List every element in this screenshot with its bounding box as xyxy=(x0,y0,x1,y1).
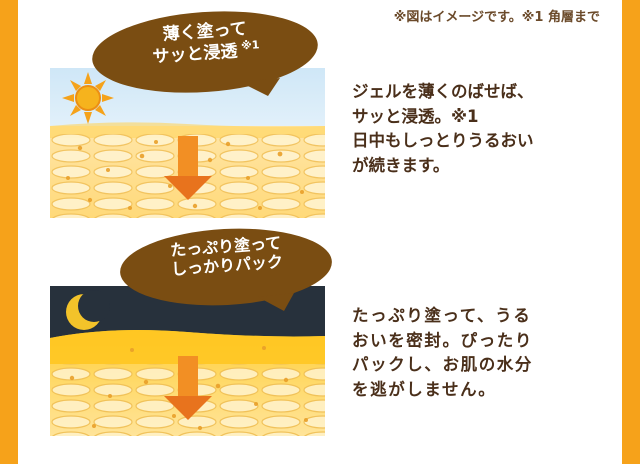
day-skin-illustration xyxy=(50,68,325,218)
down-arrow-icon xyxy=(164,356,212,420)
disclaimer-note: ※図はイメージです。※1 角層まで xyxy=(393,10,600,25)
night-desc-line: を逃がしません。 xyxy=(352,379,497,399)
day-desc-line: 日中もしっとりうるおい xyxy=(352,131,534,150)
day-heading-footnote: ※1 xyxy=(240,38,260,53)
day-description: ジェルを薄くのばせば、 サッと浸透。※1 日中もしっとりうるおい が続きます。 xyxy=(352,80,534,178)
crescent-moon-icon xyxy=(66,290,110,330)
night-skin-illustration xyxy=(50,286,325,436)
day-desc-line: サッと浸透。※1 xyxy=(352,106,479,126)
night-desc-line: たっぷり塗って、うる xyxy=(352,306,532,325)
down-arrow-icon xyxy=(164,136,212,200)
night-heading-bubble: たっぷり塗って しっかりパック xyxy=(118,225,334,313)
night-description: たっぷり塗って、うる おいを密封。ぴったり パックし、お肌の水分 を逃がしません… xyxy=(352,304,533,402)
day-desc-line: ジェルを薄くのばせば、 xyxy=(352,82,534,101)
night-desc-line: パックし、お肌の水分 xyxy=(352,355,533,374)
day-desc-line: が続きます。 xyxy=(352,155,450,175)
night-desc-line: おいを密封。ぴったり xyxy=(352,330,533,350)
day-heading-bubble: 薄く塗って サッと浸透※1 xyxy=(90,8,320,96)
sun-icon xyxy=(62,72,114,124)
